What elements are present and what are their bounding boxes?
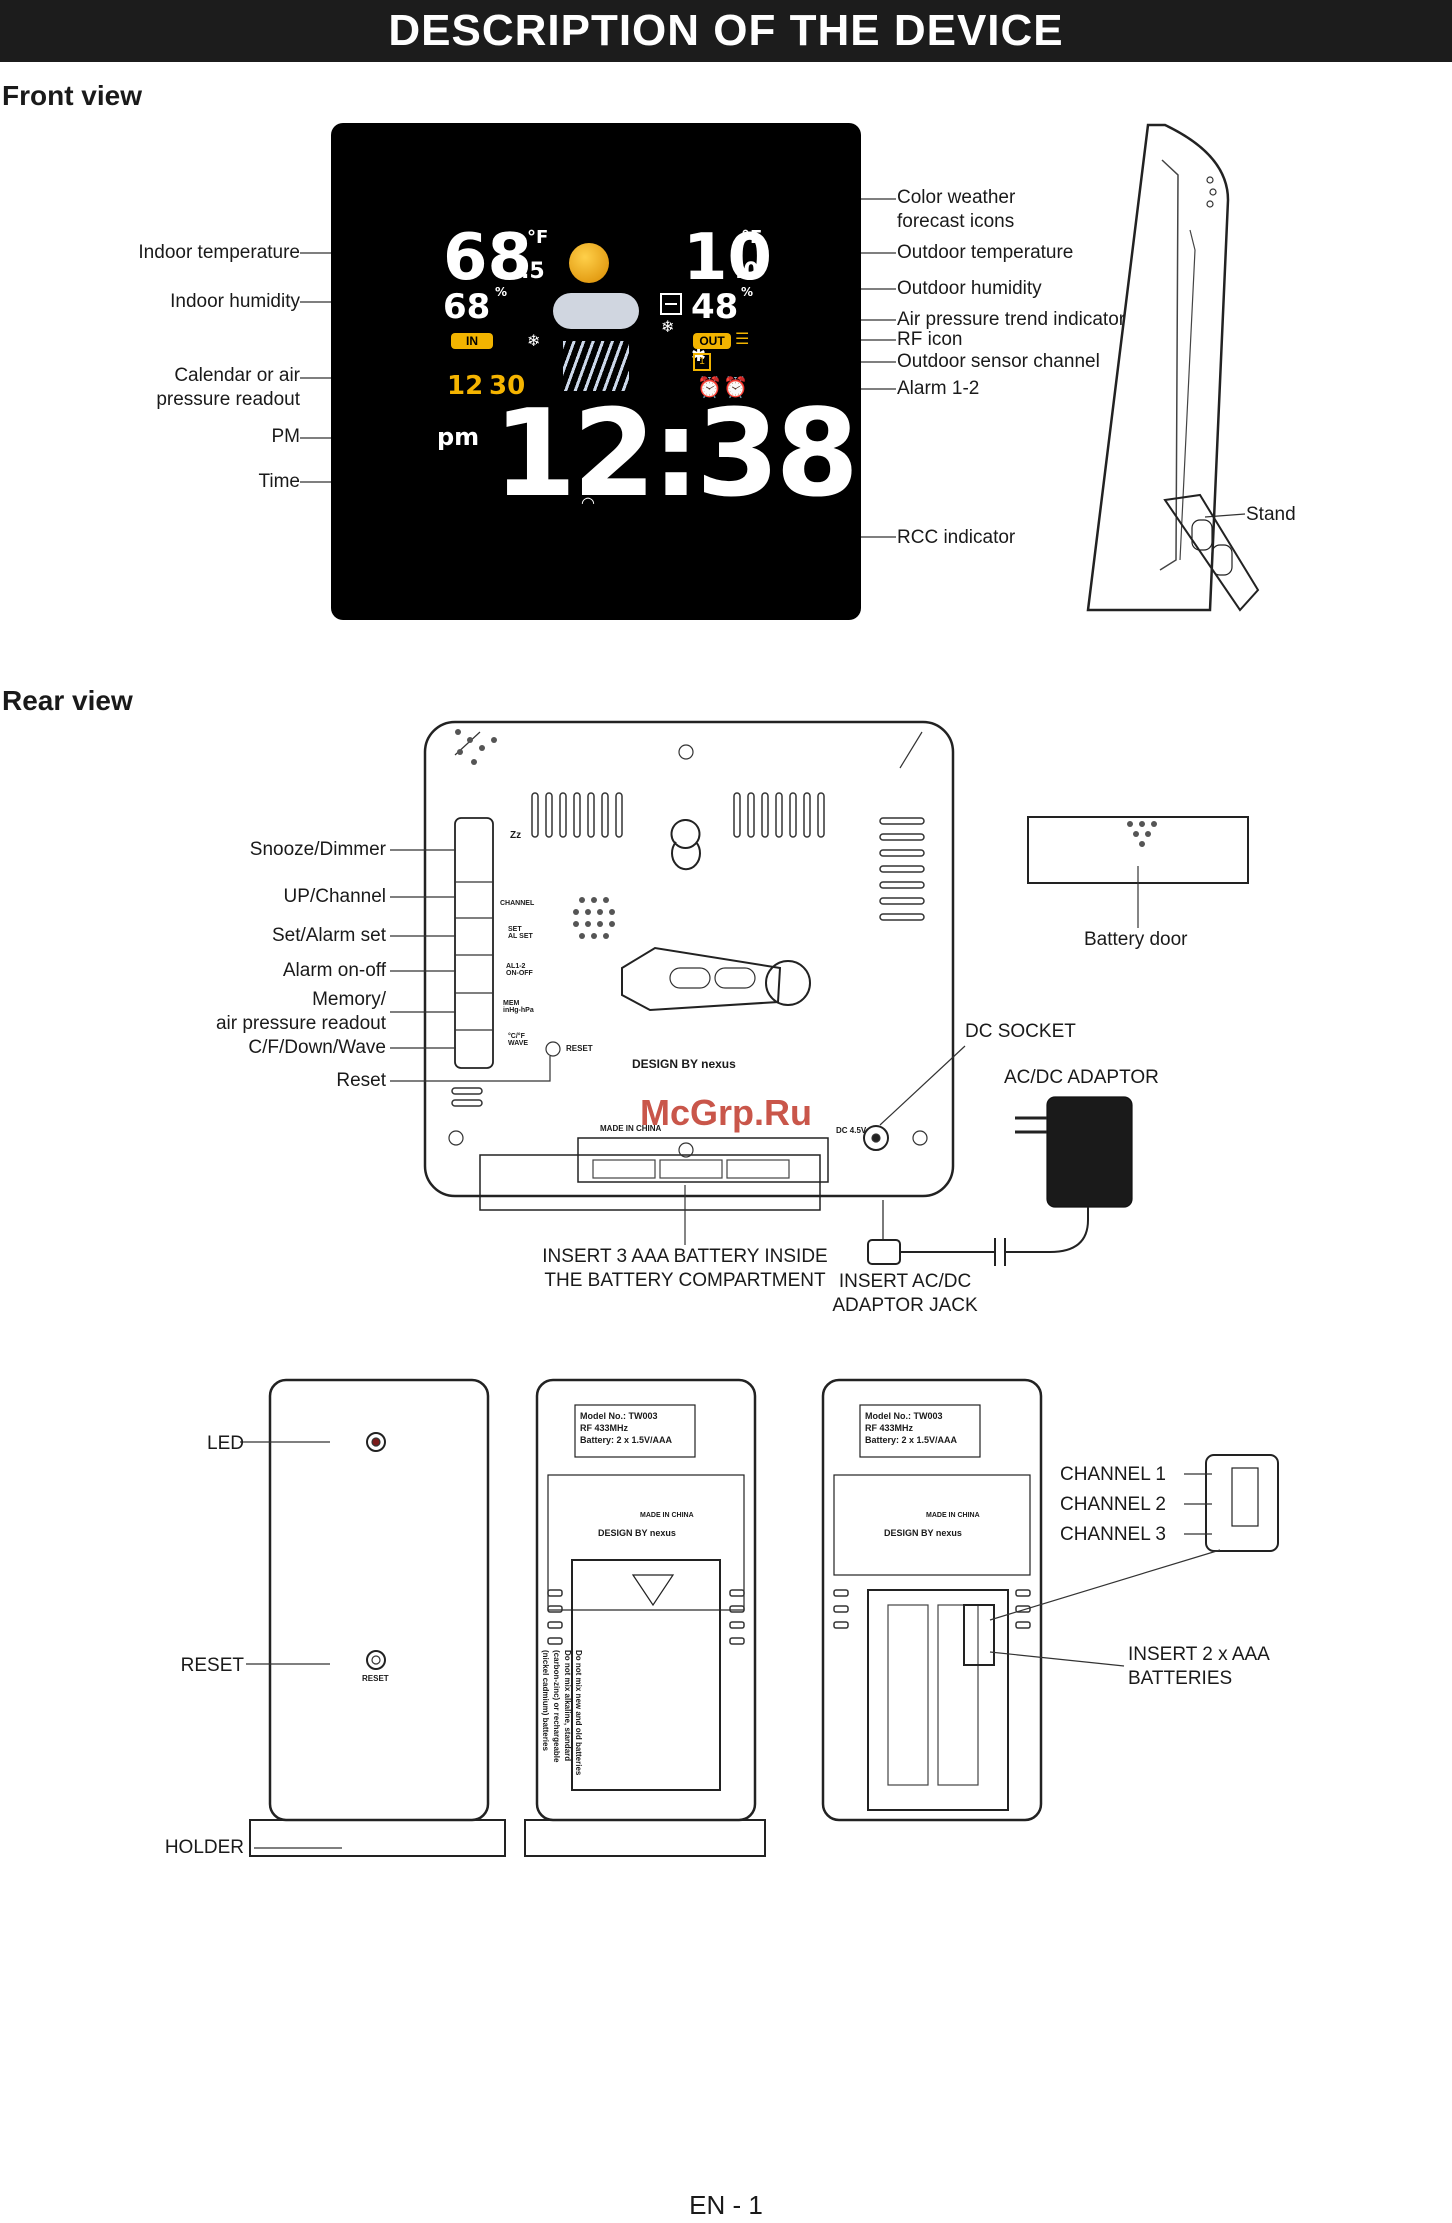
indoor-humidity-pct: %: [495, 285, 508, 299]
rear-dc-rating: DC 4.5V: [836, 1126, 867, 1135]
snowflake-icon: ❄: [527, 333, 541, 350]
btn-text-wave: °C/°F WAVE: [508, 1033, 529, 1047]
indoor-temp-unit: °F: [527, 227, 549, 248]
label-channel-1: CHANNEL 1: [1060, 1464, 1166, 1485]
label-insert-jack: INSERT AC/DC ADAPTOR JACK: [832, 1271, 978, 1316]
sensor2-brand: DESIGN BY nexus: [598, 1528, 676, 1538]
label-memory: Memory/ air pressure readout: [215, 989, 386, 1034]
front-view-heading: Front view: [2, 80, 143, 111]
label-indoor-humidity: Indoor humidity: [170, 291, 300, 312]
btn-text-set: SET AL SET: [508, 926, 533, 940]
rain-icon: [563, 341, 629, 391]
label-indoor-temperature: Indoor temperature: [138, 242, 300, 263]
sun-icon: [569, 243, 609, 283]
outdoor-humidity-pct: %: [741, 285, 754, 299]
label-alarm-onoff: Alarm on-off: [282, 960, 386, 981]
pm-indicator: pm: [437, 423, 480, 451]
label-channel-2: CHANNEL 2: [1060, 1494, 1166, 1515]
btn-text-al: AL1-2 ON-OFF: [506, 963, 533, 977]
rf-icon: ☰: [735, 331, 750, 348]
sensor2-model-label: Model No.: TW003 RF 433MHz Battery: 2 x …: [580, 1411, 673, 1445]
rear-view-heading: Rear view: [2, 685, 133, 716]
sensor3-model-label: Model No.: TW003 RF 433MHz Battery: 2 x …: [865, 1411, 958, 1445]
label-channel-3: CHANNEL 3: [1060, 1524, 1166, 1545]
label-set: Set/Alarm set: [271, 925, 386, 946]
outdoor-temp-unit: °F: [741, 227, 763, 248]
label-calendar: Calendar or air pressure readout: [156, 365, 300, 410]
label-pm: PM: [271, 426, 301, 447]
sensor3-made-in: MADE IN CHINA: [926, 1512, 980, 1519]
indoor-humidity-value: 68: [443, 287, 491, 327]
label-pressure-trend: Air pressure trend indicator: [897, 309, 1126, 330]
snowflake-icon: ❄: [661, 319, 675, 336]
btn-text-mem: MEM inHg-hPa: [503, 1000, 534, 1014]
rear-made-in: MADE IN CHINA: [600, 1124, 662, 1133]
label-sensor-reset: RESET: [180, 1655, 244, 1676]
time-display: 12:38: [493, 385, 859, 524]
label-outdoor-temperature: Outdoor temperature: [897, 242, 1074, 263]
label-snooze: Snooze/Dimmer: [249, 839, 386, 860]
sensor3-brand: DESIGN BY nexus: [884, 1528, 962, 1538]
page-number: EN - 1: [689, 2190, 763, 2220]
in-badge: IN: [451, 333, 493, 349]
sensor-warning: Do not mix new and old batteries Do not …: [541, 1650, 583, 1776]
page-title: DESCRIPTION OF THE DEVICE: [388, 6, 1064, 55]
indoor-temp-value: 68: [443, 221, 533, 295]
out-badge: OUT: [693, 333, 731, 349]
outdoor-temp-decimal: .0: [735, 259, 759, 284]
label-rcc: RCC indicator: [897, 527, 1016, 548]
label-time: Time: [258, 471, 300, 492]
label-rf-icon: RF icon: [897, 329, 963, 350]
outdoor-humidity-value: 48: [691, 287, 739, 327]
label-dc-socket: DC SOCKET: [965, 1021, 1076, 1042]
label-color-icons: Color weather forecast icons: [897, 187, 1016, 232]
label-insert-battery: INSERT 3 AAA BATTERY INSIDE THE BATTERY …: [542, 1246, 828, 1291]
outdoor-temp-value: 10: [683, 221, 773, 295]
sensor2-made-in: MADE IN CHINA: [640, 1512, 694, 1519]
label-up-channel: UP/Channel: [283, 886, 386, 907]
btn-text-zz: Zz: [510, 830, 522, 841]
label-cf: C/F/Down/Wave: [248, 1037, 386, 1058]
label-adaptor: AC/DC ADAPTOR: [1004, 1067, 1159, 1088]
label-outdoor-channel: Outdoor sensor channel: [897, 351, 1100, 372]
sensor-reset-text: RESET: [362, 1674, 389, 1683]
label-battery-door: Battery door: [1084, 929, 1188, 950]
cloud-icon: [553, 293, 639, 329]
label-outdoor-humidity: Outdoor humidity: [897, 278, 1042, 299]
label-insert-sensor-battery: INSERT 2 x AAA BATTERIES: [1128, 1644, 1270, 1689]
watermark: McGrp.Ru: [640, 1092, 813, 1133]
indoor-temp-decimal: .5: [521, 259, 545, 284]
alarm1-icon: ⏰: [697, 377, 722, 399]
channel-indicator: 1: [693, 353, 711, 371]
pressure-trend-icon: [660, 293, 682, 315]
calendar-month: 12: [447, 371, 484, 401]
label-alarm: Alarm 1-2: [897, 378, 980, 399]
btn-text-reset: RESET: [566, 1044, 593, 1053]
label-stand: Stand: [1246, 504, 1296, 525]
label-reset: Reset: [336, 1070, 386, 1091]
alarm2-icon: ⏰: [723, 377, 748, 399]
title-bar: DESCRIPTION OF THE DEVICE: [0, 0, 1452, 62]
rcc-icon: ◠: [581, 495, 595, 512]
display-screen: 68 .5 °F 68 % IN 12 30 pm 12:38 ❄ ❄ ✱ 10…: [331, 123, 861, 620]
label-holder: HOLDER: [164, 1837, 244, 1858]
label-led: LED: [207, 1433, 244, 1454]
btn-text-channel: CHANNEL: [500, 900, 535, 907]
rear-brand: DESIGN BY nexus: [632, 1057, 736, 1071]
calendar-day: 30: [489, 371, 526, 401]
